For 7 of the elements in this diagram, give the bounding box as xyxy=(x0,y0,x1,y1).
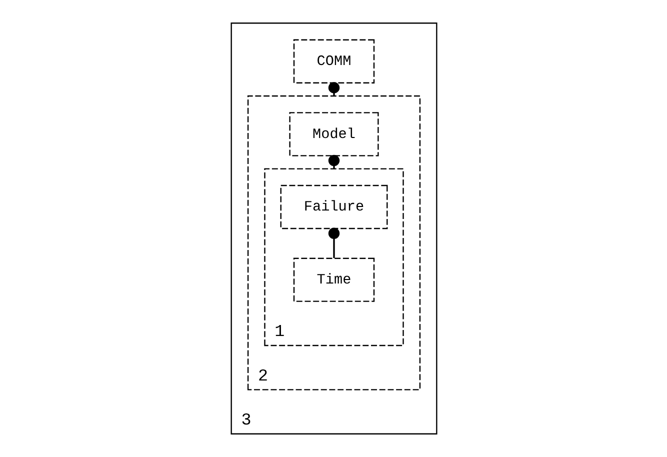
node-box: Model xyxy=(288,112,378,156)
connector xyxy=(328,154,340,169)
connector xyxy=(328,228,340,258)
connector xyxy=(328,82,340,96)
node-box: Failure xyxy=(280,184,388,230)
node-box: COMM xyxy=(292,39,374,84)
node-box: Time xyxy=(292,258,374,302)
